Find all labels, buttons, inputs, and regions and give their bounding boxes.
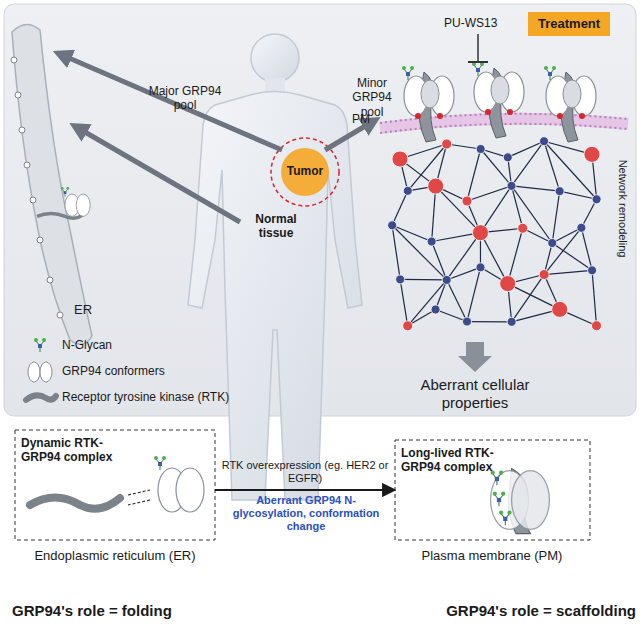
network-node: [592, 321, 602, 331]
network-link: [467, 186, 511, 201]
network-node: [507, 317, 516, 326]
network-link: [447, 267, 481, 280]
network-link: [392, 225, 447, 280]
legend-text: N-Glycan: [62, 338, 282, 352]
network-node: [388, 221, 397, 230]
node-text: Treatment: [538, 16, 600, 32]
network-link: [447, 233, 481, 280]
network-link: [544, 228, 581, 275]
network-link: [592, 270, 596, 325]
network-node: [503, 153, 512, 162]
text-label: PU-WS13: [444, 16, 514, 30]
network-node: [548, 238, 557, 247]
network-node: [427, 237, 436, 246]
network-link: [467, 149, 481, 201]
network-link: [508, 228, 523, 283]
network-node: [462, 196, 472, 206]
text-label: Tumor: [280, 164, 330, 178]
text-label: GRP94's role = scaffolding: [400, 602, 636, 620]
edge-label: RTK overexpression (eg. HER2 or EGFR): [221, 459, 389, 485]
network-link: [400, 279, 447, 281]
text-label: ER: [74, 302, 104, 318]
network-link: [581, 228, 592, 271]
network-link: [480, 233, 507, 284]
network-node: [442, 275, 451, 284]
network-node: [476, 263, 485, 272]
network-link: [480, 186, 511, 233]
network-link: [560, 191, 597, 199]
network-node: [442, 139, 452, 149]
network-node: [476, 144, 485, 153]
node-text: Dynamic RTK-GRP94 complex: [21, 436, 141, 465]
network-link: [552, 191, 559, 243]
text-label: GRP94's role = folding: [12, 602, 272, 620]
text-label: Minor GRP94 pool: [340, 76, 404, 119]
network-node: [555, 187, 564, 196]
network-node: [540, 137, 549, 146]
network-link: [392, 225, 431, 241]
text-label: Normal tissue: [244, 212, 308, 241]
network-node: [396, 275, 405, 284]
network-node: [428, 178, 444, 194]
network-link: [511, 186, 522, 228]
network-link: [511, 186, 559, 191]
network-link: [392, 225, 400, 279]
network-link: [508, 284, 560, 310]
network-node: [431, 305, 440, 314]
network-link: [436, 186, 481, 233]
legend-text: Receptor tyrosine kinase (RTK): [62, 390, 282, 404]
text-label: Aberrant cellular properties: [400, 376, 550, 412]
network-node: [392, 151, 408, 167]
network-node: [577, 223, 586, 232]
text-label: Network remodeling: [615, 139, 628, 279]
text-label: Major GRP94 pool: [148, 84, 222, 113]
network-link: [544, 141, 560, 191]
network-link: [511, 141, 544, 186]
network-node: [403, 186, 412, 195]
text-label: Aberrant GRP94 N-glycosylation, conforma…: [222, 494, 390, 534]
network-link: [436, 309, 467, 321]
node-text: Long-lived RTK-GRP94 complex: [401, 446, 511, 475]
network-link: [552, 228, 581, 243]
network-link: [467, 267, 481, 321]
network-node: [552, 301, 568, 317]
treatment-box: Treatment: [528, 12, 610, 36]
network-link: [432, 242, 447, 280]
network-node: [500, 276, 516, 292]
network-link: [544, 270, 592, 274]
network-link: [481, 149, 512, 186]
network-node: [472, 225, 488, 241]
network-link: [392, 191, 408, 225]
network-link: [511, 186, 552, 243]
text-label: Plasma membrane (PM): [392, 548, 592, 564]
text-label: Endoplasmic reticulum (ER): [15, 548, 215, 564]
network-node: [463, 317, 472, 326]
network-node: [507, 181, 516, 190]
network-link: [400, 279, 408, 325]
dashed-panel: Dynamic RTK-GRP94 complex: [15, 430, 215, 540]
network-node: [584, 146, 600, 162]
network-node: [588, 266, 597, 275]
legend-text: GRP94 conformers: [62, 364, 282, 378]
connector-arrow: [215, 489, 395, 491]
network-link: [408, 280, 447, 326]
network-link: [467, 321, 512, 322]
network-node: [403, 321, 413, 331]
network-node: [592, 195, 601, 204]
dashed-panel: Long-lived RTK-GRP94 complex: [395, 440, 590, 540]
network-node: [539, 270, 549, 280]
network-node: [518, 223, 528, 233]
text-label: PM: [352, 112, 378, 126]
